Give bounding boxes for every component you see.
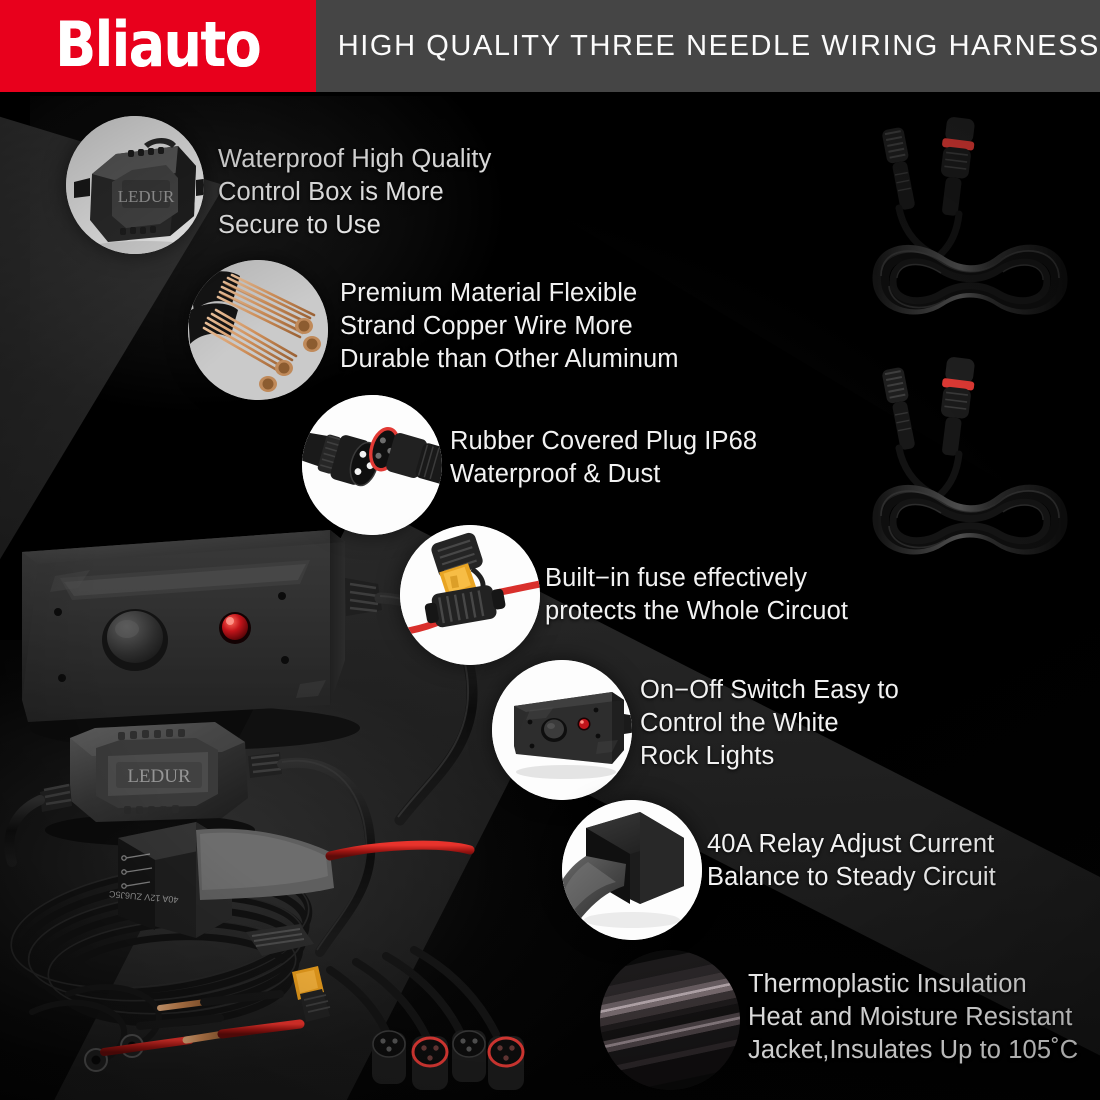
feature-text-waterproof-control-box: Waterproof High Quality Control Box is M…	[218, 145, 492, 240]
connector-plug-photo-icon	[302, 395, 442, 535]
switch-box-photo-icon	[492, 660, 632, 800]
relay-photo-icon	[562, 800, 702, 940]
control-box-photo-icon: LEDUR	[66, 116, 204, 254]
feature-text-thermoplastic-insulation: Thermoplastic Insulation Heat and Moistu…	[748, 970, 1079, 1065]
connector-3	[452, 1030, 486, 1082]
brand-logo-text: Bliauto	[55, 9, 261, 82]
cable-jacket-photo-icon	[600, 950, 740, 1090]
page-title: HIGH QUALITY THREE NEEDLE WIRING HARNESS	[337, 29, 1100, 62]
connector-4	[487, 1036, 525, 1090]
connector-1	[372, 1030, 406, 1084]
header-bar: Bliauto HIGH QUALITY THREE NEEDLE WIRING…	[0, 0, 1100, 92]
connector-2	[411, 1036, 449, 1090]
feature-text-on-off-switch: On−Off Switch Easy to Control the White …	[640, 676, 899, 771]
feature-text-copper-wire: Premium Material Flexible Strand Copper …	[340, 279, 679, 374]
extension-cable-2-graphic	[855, 350, 1085, 580]
brand-logo: Bliauto	[0, 0, 316, 92]
extension-cable-1-graphic	[855, 110, 1085, 340]
control-box-brand-engraving: LEDUR	[127, 766, 191, 787]
blade-fuse-graphic	[292, 966, 331, 1022]
header-title-block: HIGH QUALITY THREE NEEDLE WIRING HARNESS	[315, 0, 1100, 92]
svg-text:LEDUR: LEDUR	[118, 187, 175, 206]
feature-text-relay-40a: 40A Relay Adjust Current Balance to Stea…	[707, 830, 996, 892]
feature-text-rubber-plug: Rubber Covered Plug IP68 Waterproof & Du…	[450, 427, 758, 489]
output-connectors-graphic	[326, 946, 525, 1090]
fuse-holder-photo-icon	[400, 525, 540, 665]
copper-strand-photo-icon	[188, 260, 328, 400]
